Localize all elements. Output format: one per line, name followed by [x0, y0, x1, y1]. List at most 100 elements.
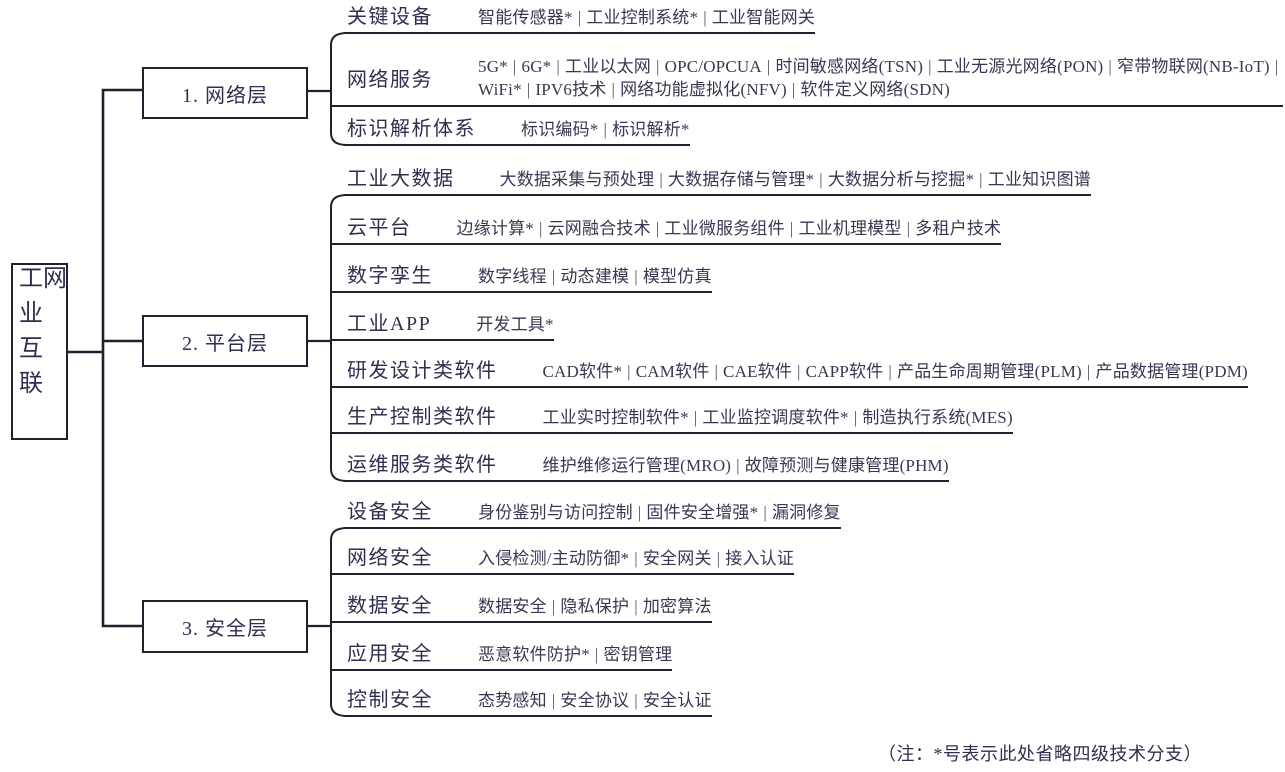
branch-row-industrial-app: 工业APP 开发工具*: [330, 307, 554, 341]
item-separator: |: [1108, 56, 1113, 76]
branch-items: 数字线程|动态建模|模型仿真: [478, 262, 712, 287]
branch-item: WiFi*: [478, 79, 522, 99]
item-separator: |: [714, 362, 719, 381]
branch-label: 控制安全: [347, 689, 433, 711]
branch-row-network-security: 网络安全 入侵检测/主动防御*|安全网关|接入认证: [330, 541, 795, 575]
branch-item: 产品生命周期管理(PLM): [897, 362, 1082, 381]
item-separator: |: [766, 56, 771, 76]
branch-item: 网络功能虚拟化(NFV): [620, 79, 787, 99]
branch-item: 漏洞修复: [771, 503, 841, 522]
branch-item: IPV6技术: [535, 79, 607, 99]
layer-node-label: 3. 安全层: [182, 618, 268, 640]
branch-label: 工业大数据: [347, 168, 455, 190]
item-separator: |: [716, 549, 721, 568]
item-separator: |: [1274, 56, 1279, 76]
branch-item: 数据安全: [478, 597, 547, 616]
branch-item: 数字线程: [478, 267, 547, 286]
footnote: （注：*号表示此处省略四级技术分支）: [878, 744, 1202, 764]
branch-items: 5G*|6G*|工业以太网|OPC/OPCUA|时间敏感网络(TSN)|工业无源…: [478, 55, 1283, 101]
branch-item: 安全认证: [642, 691, 712, 710]
branch-item: 安全协议: [560, 691, 630, 710]
branch-items: 工业实时控制软件*|工业监控调度软件*|制造执行系统(MES): [543, 403, 1013, 428]
branch-item: 安全网关: [642, 549, 712, 568]
branch-items: 标识编码*|标识解析*: [521, 115, 690, 140]
item-separator: |: [627, 362, 631, 381]
branch-item: 工业监控调度软件*: [702, 408, 849, 427]
item-separator: |: [819, 170, 823, 189]
item-separator: |: [551, 691, 556, 710]
branch-item: 工业实时控制软件*: [542, 408, 689, 427]
branch-label: 网络安全: [347, 547, 433, 569]
item-separator: |: [611, 79, 616, 99]
branch-item: CAE软件: [723, 362, 793, 381]
branch-item: 智能传感器*: [478, 8, 573, 27]
item-separator: |: [551, 267, 556, 286]
branch-item: 身份鉴别与访问控制: [478, 503, 633, 522]
item-separator: |: [634, 549, 638, 568]
branch-item: 工业以太网: [565, 56, 651, 76]
branch-item: CAM软件: [635, 362, 710, 381]
layer-node-label: 2. 平台层: [182, 332, 268, 355]
item-separator: |: [1086, 362, 1091, 381]
branch-label: 关键设备: [347, 6, 433, 28]
trunk-line: [68, 88, 142, 628]
branch-items: 入侵检测/主动防御*|安全网关|接入认证: [478, 544, 794, 569]
branch-label: 研发设计类软件: [347, 360, 498, 382]
branch-items: 开发工具*: [476, 310, 554, 335]
branch-item: 开发工具*: [476, 315, 554, 334]
branch-item: 工业知识图谱: [987, 170, 1091, 189]
branch-item: CAPP软件: [805, 362, 884, 381]
branch-item: 云网融合技术: [547, 219, 651, 238]
item-separator: |: [634, 597, 638, 616]
item-separator: |: [797, 362, 801, 381]
branch-item: 大数据存储与管理*: [667, 170, 815, 189]
branch-label: 数字孪生: [347, 265, 433, 287]
branch-item: 边缘计算*: [456, 219, 534, 238]
item-separator: |: [539, 219, 543, 238]
branch-item: 时间敏感网络(TSN): [775, 56, 924, 76]
layer-node-security: 3. 安全层: [142, 600, 308, 653]
branch-item: 制造执行系统(MES): [862, 408, 1013, 427]
branch-item: 工业机理模型: [798, 219, 902, 238]
branch-item: 大数据分析与挖掘*: [827, 170, 975, 189]
branch-items: 恶意软件防护*|密钥管理: [478, 640, 672, 665]
branch-row-cloud-platform: 云平台 边缘计算*|云网融合技术|工业微服务组件|工业机理模型|多租户技术: [330, 211, 1002, 245]
item-separator: |: [791, 79, 796, 99]
branch-item: 标识编码*: [521, 120, 599, 139]
branch-items: 数据安全|隐私保护|加密算法: [478, 592, 712, 617]
item-separator: |: [634, 691, 638, 710]
branch-items: CAD软件*|CAM软件|CAE软件|CAPP软件|产品生命周期管理(PLM)|…: [543, 357, 1248, 382]
branch-label: 应用安全: [347, 643, 433, 665]
branch-label: 生产控制类软件: [347, 406, 498, 428]
branch-row-identifier-resolution: 标识解析体系 标识编码*|标识解析*: [344, 112, 690, 146]
branch-row-industrial-bigdata: 工业大数据 大数据采集与预处理|大数据存储与管理*|大数据分析与挖掘*|工业知识…: [344, 162, 1091, 196]
branch-item: 固件安全增强*: [646, 503, 759, 522]
branch-row-network-services: 网络服务 5G*|6G*|工业以太网|OPC/OPCUA|时间敏感网络(TSN)…: [330, 53, 1284, 107]
branch-item: 故障预测与健康管理(PHM): [744, 456, 949, 475]
layer-node-label: 1. 网络层: [182, 84, 268, 107]
branch-item: 软件定义网络(SDN): [800, 79, 950, 99]
item-separator: |: [512, 56, 517, 76]
branch-items: 身份鉴别与访问控制|固件安全增强*|漏洞修复: [478, 498, 841, 523]
item-separator: |: [703, 8, 707, 27]
branch-item: 工业无源光网络(PON): [936, 56, 1104, 76]
branch-item: 大数据采集与预处理: [499, 170, 655, 189]
branch-row-production-control-software: 生产控制类软件 工业实时控制软件*|工业监控调度软件*|制造执行系统(MES): [330, 400, 1013, 434]
item-separator: |: [594, 645, 599, 664]
item-separator: |: [637, 503, 642, 522]
branch-item: 密钥管理: [603, 645, 673, 664]
branch-item: 恶意软件防护*: [478, 645, 590, 664]
branch-row-digital-twin: 数字孪生 数字线程|动态建模|模型仿真: [330, 259, 712, 293]
branch-row-control-security: 控制安全 态势感知|安全协议|安全认证: [344, 683, 712, 717]
branch-row-device-security: 设备安全 身份鉴别与访问控制|固件安全增强*|漏洞修复: [344, 495, 841, 529]
branch-items: 边缘计算*|云网融合技术|工业微服务组件|工业机理模型|多租户技术: [457, 214, 1002, 239]
item-separator: |: [634, 267, 638, 286]
item-separator: |: [789, 219, 794, 238]
item-separator: |: [906, 219, 911, 238]
layer-node-platform: 2. 平台层: [142, 315, 308, 367]
item-separator: |: [526, 79, 531, 99]
item-separator: |: [928, 56, 932, 76]
item-separator: |: [551, 597, 556, 616]
item-separator: |: [655, 219, 660, 238]
branch-item: 模型仿真: [642, 267, 712, 286]
